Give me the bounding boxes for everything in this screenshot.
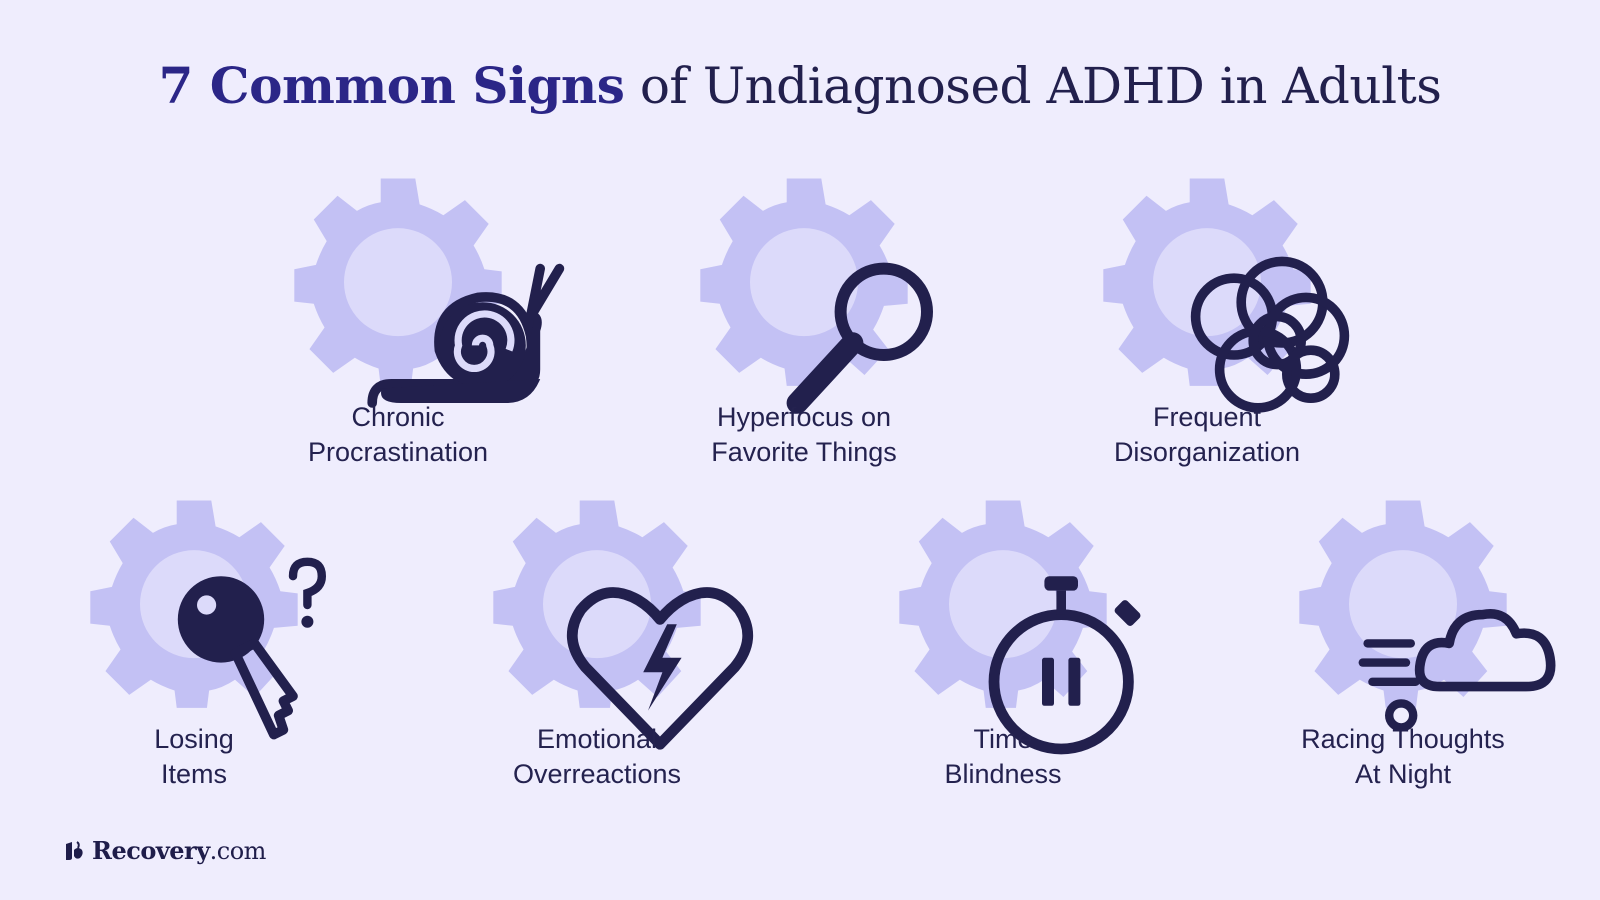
- gear-icon: [1099, 172, 1350, 413]
- stopwatch-icon: [988, 576, 1141, 755]
- sign-time-blindness: Time Blindness: [873, 494, 1141, 814]
- snail-icon: [367, 263, 565, 408]
- magnifying-glass-icon: [786, 262, 933, 414]
- sign-disorganization: Frequent Disorganization: [1077, 172, 1350, 492]
- brand-name: Recovery.com: [92, 836, 266, 865]
- leaf-logo-icon: [66, 840, 83, 860]
- sign-emotional-overreactions: Emotional Overreactions: [467, 494, 754, 814]
- sign-label: Time Blindness: [944, 724, 1062, 789]
- sign-label: Frequent Disorganization: [1113, 402, 1301, 467]
- sign-label: Hyperfocus on Favorite Things: [711, 402, 897, 467]
- sign-label: Losing Items: [154, 724, 234, 789]
- gear-icon: [895, 494, 1141, 755]
- gear-icon: [86, 494, 327, 740]
- title-highlight: 7 Common Signs: [158, 56, 625, 115]
- tangled-scribble-icon: [1190, 256, 1350, 413]
- racing-cloud-icon: [1358, 609, 1556, 732]
- title-rest: of Undiagnosed ADHD in Adults: [624, 57, 1442, 115]
- sign-label: Chronic Procrastination: [307, 402, 489, 467]
- brand-logo[interactable]: Recovery.com: [64, 836, 266, 865]
- key-question-icon: [177, 557, 327, 740]
- sign-label: Racing Thoughts At Night: [1301, 724, 1505, 789]
- sign-label: Emotional Overreactions: [512, 724, 682, 789]
- broken-heart-icon: [566, 587, 754, 750]
- page-title: 7 Common Signs of Undiagnosed ADHD in Ad…: [0, 56, 1600, 115]
- sign-racing-thoughts: Racing Thoughts At Night: [1273, 494, 1556, 814]
- sign-chronic-procrastination: Chronic Procrastination: [268, 172, 565, 492]
- gear-icon: [696, 172, 933, 414]
- sign-hyperfocus: Hyperfocus on Favorite Things: [674, 172, 934, 492]
- sign-losing-items: Losing Items: [64, 494, 327, 814]
- gear-icon: [290, 172, 565, 408]
- gear-icon: [489, 494, 754, 750]
- gear-icon: [1295, 494, 1556, 732]
